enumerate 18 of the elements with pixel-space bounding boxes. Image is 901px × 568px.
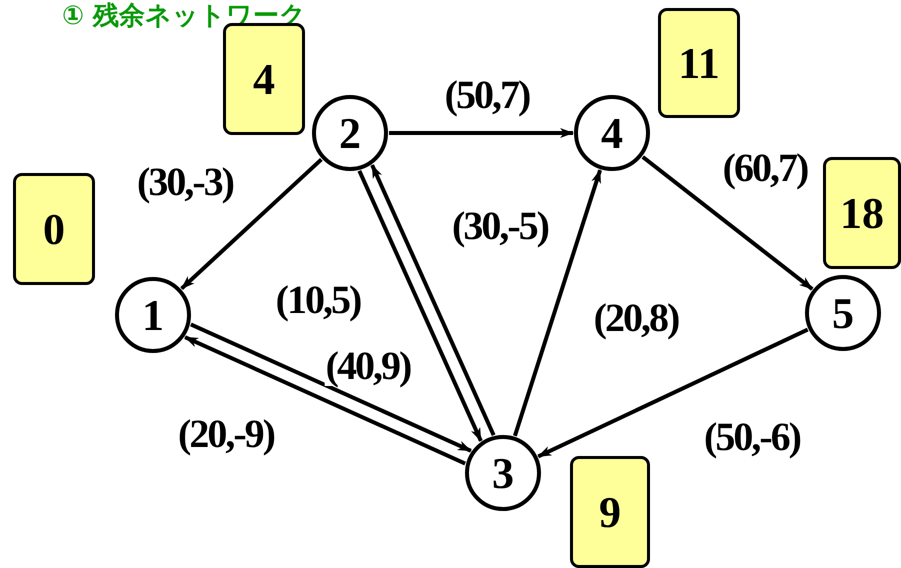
potential-box: 0: [13, 173, 95, 285]
vertex-circle: 2: [312, 95, 388, 171]
arrow: [513, 169, 602, 436]
vertex-circle: 5: [805, 275, 881, 351]
vertex-circle: 1: [115, 277, 191, 353]
vertex-circle: 3: [465, 435, 541, 511]
potential-box: 4: [223, 23, 305, 135]
arrow: [389, 128, 574, 138]
arrow: [642, 155, 814, 291]
potential-box: 18: [823, 157, 901, 269]
arrow: [184, 335, 466, 466]
vertex-circle: 4: [574, 95, 650, 171]
arrow: [537, 328, 809, 458]
arrow: [370, 164, 496, 436]
potential-box: 11: [658, 8, 740, 118]
arrow: [180, 158, 323, 290]
potential-box: 9: [570, 456, 650, 568]
arrow: [358, 170, 483, 442]
